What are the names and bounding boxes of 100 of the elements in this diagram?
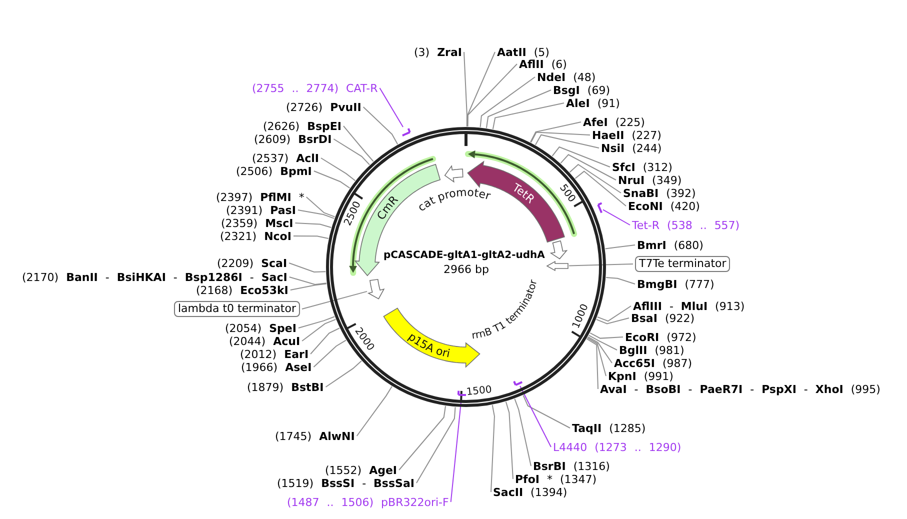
- primer-mark: [513, 380, 524, 386]
- primer-mark: [401, 127, 411, 137]
- leader-line: [325, 360, 362, 388]
- leader-line: [467, 52, 496, 127]
- restriction-site-label: SnaBI (392): [623, 186, 696, 200]
- leader-line: [486, 90, 552, 128]
- restriction-site-label: (2044) AcuI: [229, 334, 300, 348]
- leader-line: [320, 158, 356, 182]
- restriction-site-label: AleI (91): [566, 96, 620, 110]
- leader-line: [588, 334, 618, 350]
- leader-line: [288, 276, 327, 285]
- primer-mark: [597, 202, 603, 214]
- restriction-site-label: (2168) Eco53kI: [196, 284, 288, 296]
- restriction-site-label: BsgI (69): [553, 84, 610, 96]
- restriction-site-label: AvaI - BsoBI - PaeR7I - PspXI - XhoI (995): [600, 382, 880, 396]
- restriction-site-label: NdeI (48): [537, 70, 596, 84]
- restriction-site-label: BsaI (922): [631, 312, 695, 324]
- leader-line: [596, 306, 632, 322]
- primer-label: L4440 (1273 .. 1290): [553, 440, 682, 454]
- restriction-site-label: SfcI (312): [612, 160, 672, 174]
- leader-line: [534, 134, 600, 148]
- leader-line: [505, 401, 514, 480]
- leader-line: [313, 170, 350, 189]
- leader-line: [586, 337, 606, 376]
- restriction-site-label: (2321) NcoI: [220, 230, 292, 242]
- leader-line: [492, 102, 564, 130]
- leader-line: [313, 340, 347, 368]
- leader-line: [602, 209, 630, 226]
- restriction-site-label: AflII (6): [519, 58, 567, 70]
- leader-line: [302, 318, 336, 342]
- restriction-site-label: TaqII (1285): [572, 422, 646, 434]
- restriction-site-label: HaeII (227): [592, 128, 662, 142]
- restriction-site-label: NruI (349): [618, 174, 682, 186]
- restriction-site-label: (1519) BssSI - BssSaI: [277, 476, 414, 490]
- restriction-site-label: SacII (1394): [493, 486, 568, 498]
- restriction-site-label: (2170) BanII - BsiHKAI - Bsp1286I - SacI: [22, 270, 288, 284]
- leader-line: [362, 106, 398, 145]
- leader-line: [416, 406, 456, 484]
- restriction-site-label: AatII (5): [497, 46, 550, 58]
- restriction-site-label: EcoNI (420): [628, 200, 700, 212]
- scale-label: 1500: [466, 384, 492, 398]
- leader-line: [464, 52, 468, 127]
- leader-line: [530, 132, 590, 143]
- leader-line: [530, 122, 582, 143]
- restriction-site-label: (1966) AseI: [241, 360, 312, 374]
- restriction-site-label: KpnI (991): [608, 370, 674, 382]
- restriction-site-label: (2609) BsrDI: [254, 132, 332, 146]
- terminator-feature: [367, 278, 385, 300]
- restriction-site-label: PfoI* (1347): [515, 472, 597, 486]
- leader-line: [333, 138, 370, 166]
- leader-line: [294, 222, 332, 228]
- leader-line: [490, 404, 495, 492]
- restriction-site-label: AflIII - MluI (913): [633, 300, 745, 312]
- restriction-site-label: (2537) AclI: [252, 152, 319, 164]
- leader-line: [574, 170, 626, 206]
- leader-line: [356, 386, 392, 436]
- restriction-site-label: BmgBI (777): [637, 278, 714, 290]
- feature-callout: T7Te terminator: [635, 256, 730, 272]
- leader-line: [569, 164, 622, 194]
- leader-line: [343, 126, 374, 162]
- feature-label: cat promoter: [415, 186, 492, 214]
- restriction-site-label: BglII (981): [619, 344, 684, 356]
- restriction-site-label: EcoRI (972): [625, 330, 696, 344]
- leader-line: [379, 88, 404, 128]
- leader-line: [604, 244, 636, 250]
- restriction-site-label: BmrI (680): [637, 238, 704, 252]
- leader-line: [290, 283, 327, 290]
- leader-line: [301, 290, 368, 310]
- restriction-site-label: (1552) AgeI: [325, 464, 398, 476]
- primer-label: (2755 .. 2774) CAT-R: [252, 82, 378, 94]
- primer-label: Tet-R (538 .. 557): [632, 218, 740, 232]
- primer-label: (1487 .. 1506) pBR322ori-F: [287, 496, 449, 508]
- scale-label: 1000: [570, 302, 591, 330]
- primer-mark: [457, 389, 467, 396]
- restriction-site-label: (2726) PvuII: [286, 100, 362, 114]
- terminator-feature: [546, 260, 569, 272]
- restriction-site-label: (2626) BspEI: [263, 120, 342, 132]
- restriction-site-label: (3) ZraI: [414, 46, 462, 58]
- restriction-site-label: (2397) PflMI*: [216, 190, 304, 204]
- leader-line: [568, 264, 634, 266]
- leader-line: [398, 406, 446, 470]
- leader-line: [596, 318, 630, 324]
- leader-line: [590, 332, 624, 339]
- leader-line: [292, 236, 329, 239]
- leader-line: [306, 196, 336, 218]
- leader-line: [587, 336, 612, 364]
- leader-line: [522, 394, 570, 428]
- plasmid-name: pCASCADE-gltA1-gltA2-udhA: [384, 250, 545, 262]
- leader-line: [310, 328, 340, 354]
- leader-line: [297, 210, 335, 219]
- restriction-site-label: (2054) SpeI: [225, 322, 296, 334]
- scale-label: 2500: [342, 200, 364, 228]
- leader-line: [560, 154, 616, 180]
- leader-line: [520, 386, 552, 448]
- leader-line: [552, 146, 610, 168]
- leader-line: [480, 76, 536, 128]
- leader-line: [514, 398, 532, 466]
- restriction-site-label: (1879) BstBI: [247, 380, 324, 394]
- restriction-site-label: Acc65I (987): [614, 356, 692, 370]
- leader-line: [288, 262, 326, 272]
